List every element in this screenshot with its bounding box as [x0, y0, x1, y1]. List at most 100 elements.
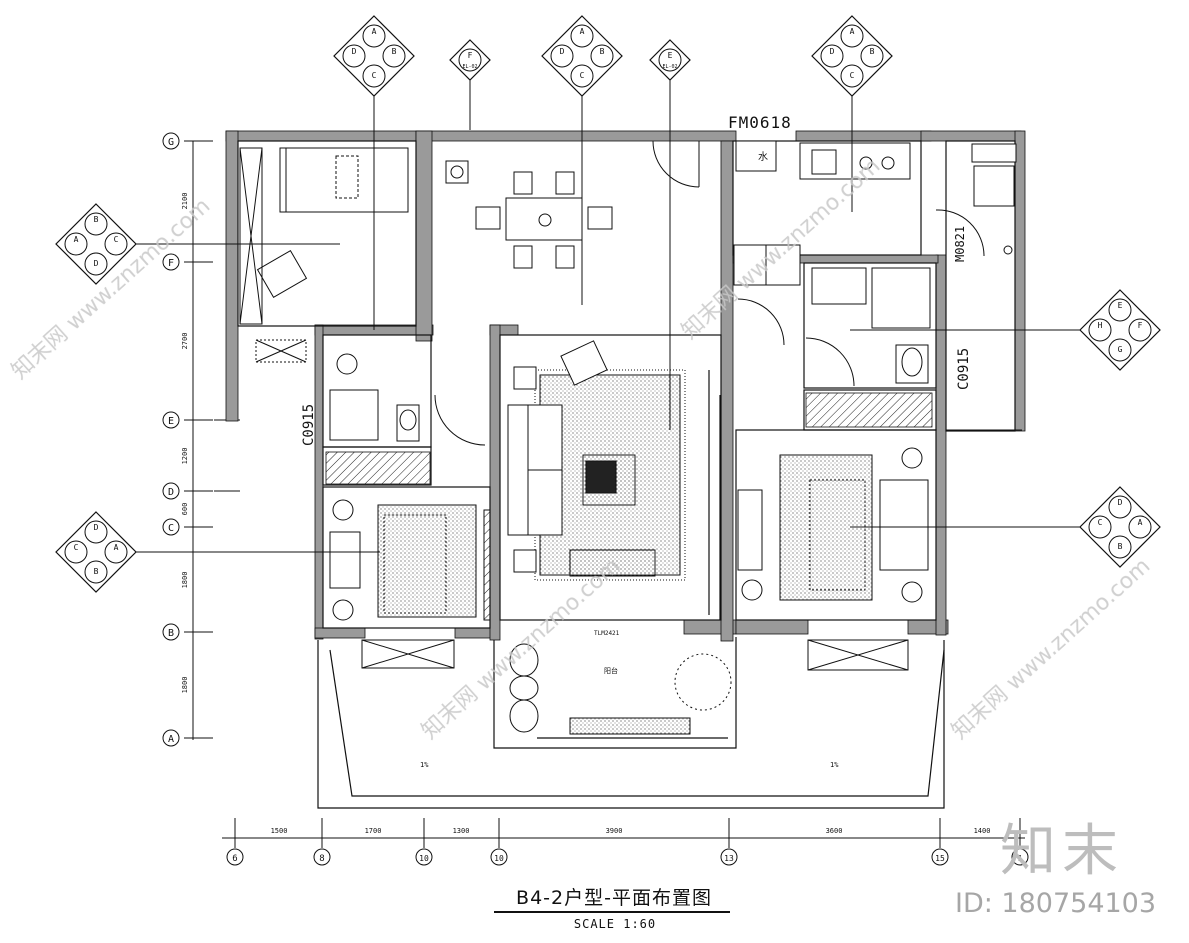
elevation-marker-3: A D B C — [541, 15, 623, 97]
elevation-marker-6: B A C D — [55, 203, 137, 285]
elevation-marker-5: A D B C — [811, 15, 893, 97]
door-label-m0821: M0821 — [953, 226, 967, 262]
kitchen-fixtures — [733, 140, 985, 346]
svg-text:G: G — [1118, 345, 1123, 354]
svg-text:D: D — [1118, 498, 1123, 507]
elevation-marker-7: E H F G — [1079, 289, 1161, 371]
svg-text:EL-02: EL-02 — [462, 64, 477, 70]
column-dimension-line — [222, 818, 1025, 848]
grid-row-e: E — [162, 411, 180, 429]
svg-text:E: E — [668, 51, 673, 60]
svg-text:B: B — [94, 215, 99, 224]
watermark-logo: 知末 — [1000, 819, 1124, 884]
svg-text:C: C — [74, 543, 79, 552]
svg-text:15: 15 — [935, 854, 945, 863]
drawing-scale: SCALE 1:60 — [573, 917, 657, 931]
exterior-walls — [225, 130, 1026, 642]
door-label-fm0618: FM0618 — [728, 113, 792, 132]
svg-text:B: B — [1118, 542, 1123, 551]
svg-text:G: G — [168, 137, 174, 148]
svg-text:3600: 3600 — [826, 827, 843, 835]
grid-row-d: D — [162, 482, 180, 500]
svg-text:A: A — [1138, 518, 1143, 527]
grid-row-f: F — [162, 253, 180, 271]
bed-master — [239, 147, 409, 363]
svg-text:1400: 1400 — [974, 827, 991, 835]
slope-right: 1% — [830, 761, 839, 769]
bath-left-fixtures — [329, 353, 486, 446]
svg-text:A: A — [372, 27, 377, 36]
svg-text:600: 600 — [181, 503, 189, 516]
window-label-left: C0915 — [301, 404, 317, 446]
elevation-marker-2: F EL-02 — [449, 39, 491, 81]
svg-text:D: D — [352, 47, 357, 56]
svg-text:13: 13 — [724, 854, 734, 863]
svg-text:C: C — [372, 71, 377, 80]
svg-text:1500: 1500 — [271, 827, 288, 835]
svg-text:知末网 www.znzmo.com: 知末网 www.znzmo.com — [947, 554, 1155, 745]
grid-row-g: G — [162, 132, 180, 150]
grid-col-8: 8 — [313, 848, 331, 866]
svg-text:F: F — [1138, 321, 1143, 330]
elevation-marker-1: A D B C — [333, 15, 415, 97]
svg-text:1800: 1800 — [181, 572, 189, 589]
grid-col-1: 1 — [1011, 848, 1029, 866]
elevation-marker-8: D C A B — [55, 511, 137, 593]
balcony-furniture — [361, 639, 909, 735]
svg-text:C: C — [114, 235, 119, 244]
grid-col-13: 13 — [720, 848, 738, 866]
svg-text:D: D — [168, 487, 174, 498]
grid-row-bubbles: G F E D C B A — [162, 132, 180, 747]
svg-text:A: A — [114, 543, 119, 552]
svg-text:A: A — [580, 27, 585, 36]
svg-text:B: B — [94, 567, 99, 576]
svg-text:B: B — [600, 47, 605, 56]
svg-text:2100: 2100 — [181, 193, 189, 210]
slope-left: 1% — [420, 761, 429, 769]
svg-text:EL-02: EL-02 — [662, 64, 677, 70]
grid-col-15: 15 — [931, 848, 949, 866]
grid-column-bubbles: 6 8 10 10 13 15 1 — [226, 848, 1029, 866]
plan-labels: FM0618 C0915 C0915 M0821 TLM2421 1% 1% 阳… — [301, 113, 972, 769]
interior-walls — [237, 140, 1016, 629]
balcony-label: 阳台 — [604, 666, 618, 675]
svg-text:6: 6 — [232, 854, 237, 864]
elevation-marker-9: D C A B — [1079, 486, 1161, 568]
water-label: 水 — [758, 151, 768, 163]
svg-text:C: C — [168, 523, 174, 534]
svg-text:D: D — [94, 259, 99, 268]
drawing-title: B4-2户型-平面布置图 — [516, 887, 712, 909]
svg-text:H: H — [1098, 321, 1103, 330]
column-dimension-values: 1500 1700 1300 3900 3600 1400 — [271, 827, 991, 835]
grid-row-c: C — [162, 518, 180, 536]
svg-text:C: C — [1098, 518, 1103, 527]
svg-text:知末网 www.znzmo.com: 知末网 www.znzmo.com — [677, 154, 885, 345]
svg-text:3900: 3900 — [606, 827, 623, 835]
svg-text:A: A — [850, 27, 855, 36]
elevation-marker-4: E EL-02 — [649, 39, 691, 81]
svg-text:B: B — [870, 47, 875, 56]
watermark-id: ID: 180754103 — [955, 888, 1157, 919]
dining-table-set — [445, 140, 700, 269]
balcony-outline — [317, 637, 945, 809]
bed-third — [737, 447, 929, 603]
bed-second — [325, 451, 491, 621]
bath-right-fixtures — [805, 267, 933, 428]
svg-text:2700: 2700 — [181, 333, 189, 350]
title-underline — [494, 911, 730, 913]
grid-col-10a: 10 — [415, 848, 433, 866]
svg-text:F: F — [468, 51, 473, 60]
svg-text:10: 10 — [419, 854, 429, 863]
svg-text:D: D — [830, 47, 835, 56]
window-label-right: C0915 — [956, 348, 972, 390]
svg-text:E: E — [168, 416, 174, 427]
svg-text:C: C — [850, 71, 855, 80]
svg-text:1300: 1300 — [453, 827, 470, 835]
grid-col-10b: 10 — [490, 848, 508, 866]
svg-text:D: D — [94, 523, 99, 532]
svg-text:D: D — [560, 47, 565, 56]
balcony-door-label: TLM2421 — [594, 630, 620, 637]
svg-text:10: 10 — [494, 854, 504, 863]
svg-text:E: E — [1118, 301, 1123, 310]
